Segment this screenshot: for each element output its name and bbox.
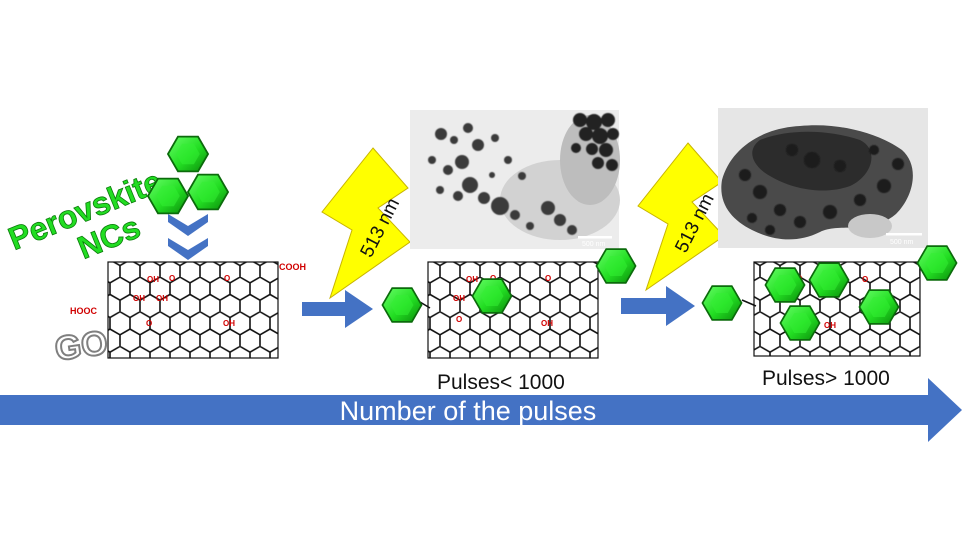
oh-label: OH [453, 294, 465, 303]
oh-label: OH [541, 319, 553, 328]
oh-label: OH [156, 294, 168, 303]
perovskite-crystal [808, 262, 850, 298]
cooh-label: COOH [279, 262, 306, 272]
oh-label: OH [147, 275, 159, 284]
arrow-right-1 [302, 290, 373, 328]
perovskite-crystal [858, 289, 900, 325]
go-label: GO [52, 324, 110, 369]
o-label: O [545, 274, 551, 283]
perovskite-crystal [701, 285, 743, 321]
tem-image-stage2: 500 nm [410, 110, 620, 249]
o-label: O [146, 319, 152, 328]
oh-label: OH [466, 275, 478, 284]
stage3-caption: Pulses> 1000 [762, 367, 890, 390]
chevron-down-icon [168, 214, 208, 260]
perovskite-crystal [471, 278, 513, 314]
arrow-right-2 [621, 286, 695, 326]
scale-bar-label: 500 nm [582, 241, 606, 248]
perovskite-crystal [167, 135, 209, 173]
oh-label: OH [133, 294, 145, 303]
lightning-icon [637, 142, 725, 292]
stage2-caption: Pulses< 1000 [437, 371, 565, 394]
hooc-label: HOOC [70, 306, 98, 316]
oh-label: OH [824, 321, 836, 330]
perovskite-crystal [916, 245, 958, 281]
axis-label: Number of the pulses [340, 396, 597, 426]
perovskite-crystal [381, 287, 423, 323]
perovskite-crystal [147, 177, 189, 215]
o-label: O [456, 315, 462, 324]
scale-bar-label: 500 nm [890, 239, 914, 246]
lightning-icon [321, 147, 411, 300]
oh-label: OH [223, 319, 235, 328]
go-sheet-stage2: OH O O OH O OH [419, 261, 607, 359]
perovskite-crystal [779, 305, 821, 341]
pulse-number-arrow [0, 378, 962, 442]
perovskite-crystal [764, 267, 806, 303]
o-label: O [224, 274, 230, 283]
perovskite-crystal [187, 173, 229, 211]
tem-image-stage3: 500 nm [718, 108, 928, 248]
perovskite-crystal [595, 248, 637, 284]
o-label: O [862, 275, 868, 284]
go-sheet-stage1: OH O O OH OH O OH COOH HOOC [70, 261, 306, 359]
o-label: O [169, 274, 175, 283]
